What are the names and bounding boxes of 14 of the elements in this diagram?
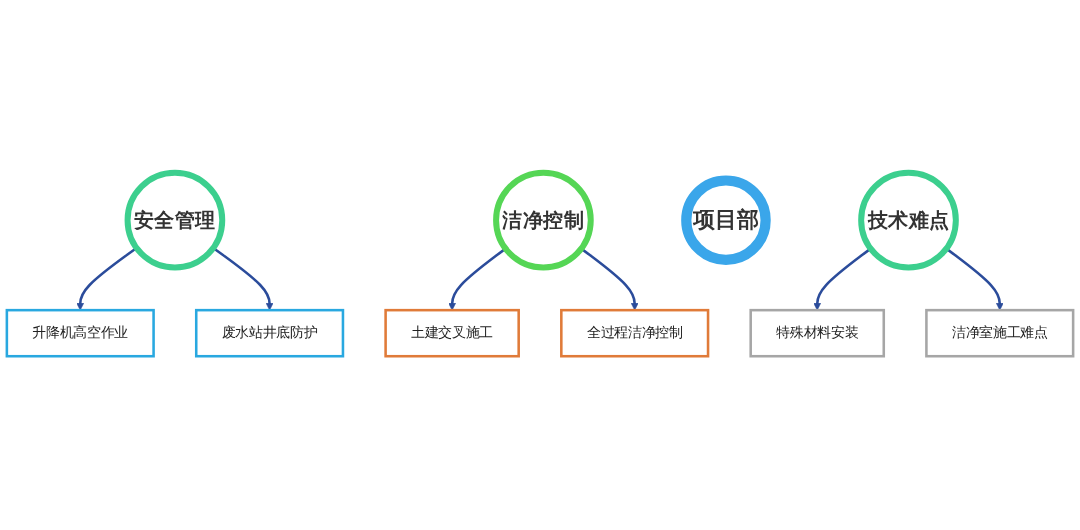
node-circle: 洁净控制	[493, 170, 594, 271]
node-box: 废水站井底防护	[194, 309, 345, 358]
node-box: 土建交叉施工	[384, 309, 520, 358]
arrow	[945, 248, 1004, 311]
node-circle: 安全管理	[124, 170, 226, 271]
node-box: 特殊材料安装	[749, 309, 886, 358]
node-box: 洁净室施工难点	[925, 309, 1075, 358]
node-circle: 技术难点	[858, 170, 959, 271]
node-box: 全过程洁净控制	[560, 309, 710, 358]
arrow	[448, 248, 507, 311]
node-box: 升降机高空作业	[5, 309, 155, 358]
arrow	[580, 248, 639, 311]
node-circle: 项目部	[681, 175, 771, 266]
arrow	[813, 248, 872, 311]
